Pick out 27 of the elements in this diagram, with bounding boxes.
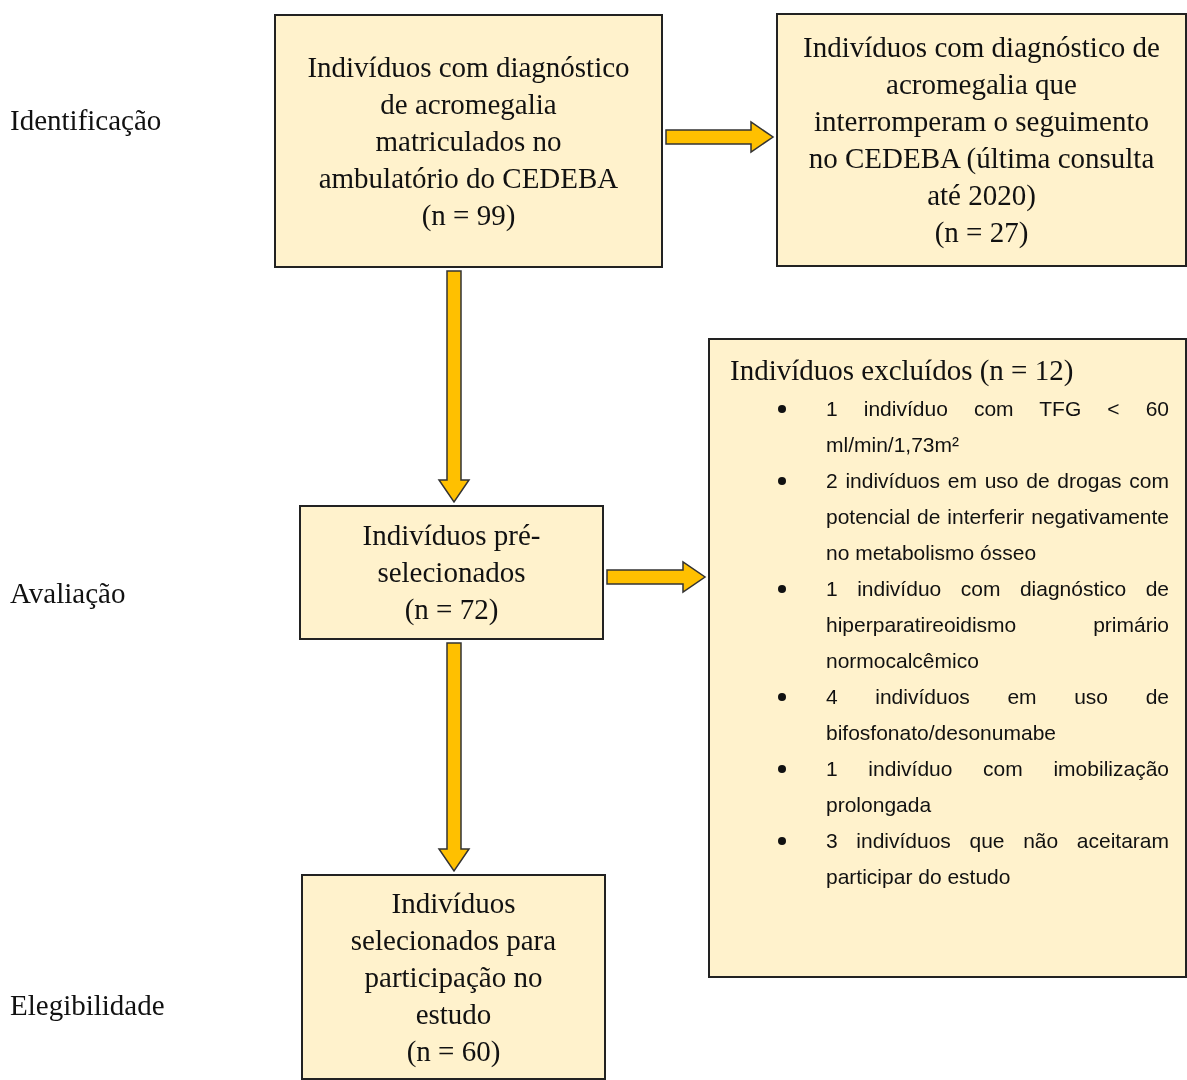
box-text: Indivíduos selecionados para participação no estudo: [349, 885, 558, 1032]
bullet-item: 1 indivíduo com imobilização prolongada: [826, 751, 1169, 823]
box-text: (n = 99): [421, 197, 516, 233]
process-box: [776, 13, 1187, 267]
box-text: Indivíduos com diagnóstico de acromegalia matriculados no ambulatório do CEDEBA: [306, 49, 631, 196]
bullet-item: 1 indivíduo com TFG < 60 ml/min/1,73m²: [826, 391, 1169, 463]
block-arrow: [665, 120, 775, 154]
box-text: (n = 27): [934, 215, 1029, 250]
bullet-item: 4 indivíduos em uso de bifosfonato/desonumabe: [826, 679, 1169, 751]
process-box: [708, 338, 1187, 978]
bullet-item: 3 indivíduos que não aceitaram participar do estudo: [826, 823, 1169, 895]
block-arrow: [606, 560, 707, 594]
box-text: Indivíduos com diagnóstico de acromegalia que interromperam o seguimento no CEDEBA (última consulta até 2020): [802, 30, 1161, 213]
box-text: Indivíduos pré-selecionados: [361, 518, 542, 590]
bullet-item: 1 indivíduo com diagnóstico de hiperparatireoidismo primário normocalcêmico: [826, 571, 1169, 679]
stage-label: Identificação: [10, 103, 162, 138]
bullet-item: 2 indivíduos em uso de drogas com potencial de interferir negativamente no metabolismo ósseo: [826, 463, 1169, 571]
stage-label: Avaliação: [10, 576, 126, 611]
block-arrow: [437, 270, 471, 504]
stage-label: Elegibilidade: [10, 988, 165, 1023]
box-text: (n = 60): [406, 1033, 501, 1069]
process-box: [299, 505, 604, 640]
process-box: [301, 874, 606, 1080]
box-heading: Indivíduos excluídos (n = 12): [730, 353, 1075, 388]
block-arrow: [437, 642, 471, 873]
process-box: [274, 14, 663, 268]
box-text: (n = 72): [404, 592, 499, 627]
